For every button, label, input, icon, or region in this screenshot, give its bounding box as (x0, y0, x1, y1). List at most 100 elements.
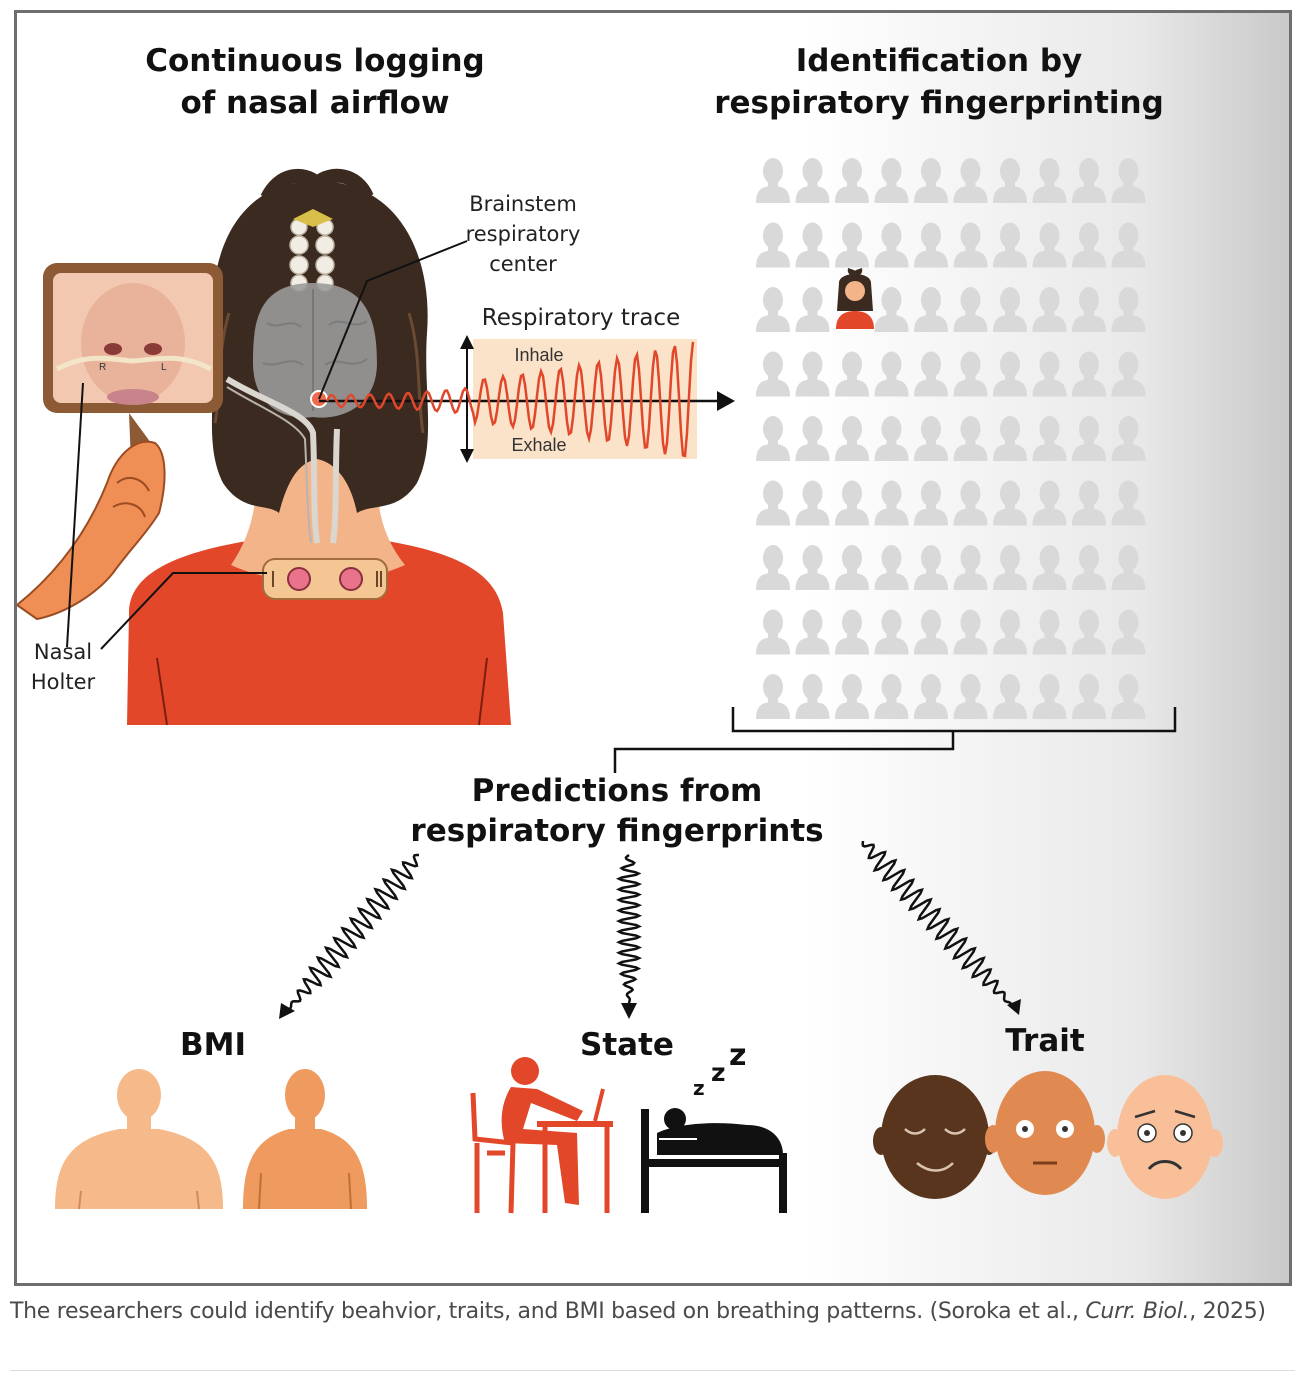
neutral-face-icon (985, 1071, 1105, 1195)
crowd-person (756, 351, 790, 397)
crowd-person (993, 480, 1027, 526)
arrowhead-left (279, 1003, 295, 1019)
figure-panel: Continuous logging of nasal airflow Iden… (14, 10, 1292, 1286)
right-title-line1: Identification by (796, 43, 1083, 79)
crowd-person (795, 674, 830, 719)
crowd-person (795, 416, 830, 461)
caption-text: The researchers could identify beahvior,… (10, 1299, 1086, 1324)
crowd-person (835, 545, 869, 590)
brainstem-label-3: center (489, 252, 557, 276)
crowd-person (756, 674, 790, 719)
crowd-person (874, 351, 909, 397)
crowd-person (795, 287, 830, 332)
inhale-label: Inhale (514, 345, 563, 365)
crowd-person (1032, 545, 1067, 590)
crowd-person (1072, 158, 1106, 203)
crowd-person (835, 222, 869, 268)
crowd-grid (756, 158, 1146, 719)
crowd-person (1072, 609, 1106, 655)
nasal-holter-label-1: Nasal (34, 640, 92, 664)
crowd-person (953, 287, 988, 332)
highlighted-person (836, 268, 874, 329)
crowd-person (953, 158, 988, 203)
right-title-line2: respiratory fingerprinting (714, 85, 1164, 121)
nasal-holter-label-2: Holter (31, 670, 96, 694)
crowd-person (874, 545, 909, 590)
crowd-person (914, 609, 948, 655)
crowd-person (1032, 480, 1067, 526)
crowd-person (993, 351, 1027, 397)
exhale-label: Exhale (511, 435, 566, 455)
crowd-person (1111, 351, 1146, 397)
crowd-person (914, 674, 948, 719)
crowd-person (1111, 287, 1146, 332)
prediction-arrows (286, 840, 1015, 1012)
crowd-person (795, 158, 830, 203)
crowd-person (874, 416, 909, 461)
arrowhead-right (1007, 999, 1021, 1015)
brainstem-label-2: respiratory (466, 222, 581, 246)
crowd-person (874, 674, 909, 719)
crowd-person (914, 480, 948, 526)
anxious-face-icon (1107, 1075, 1223, 1199)
crowd-person (953, 480, 988, 526)
crowd-person (795, 222, 830, 268)
crowd-person (874, 158, 909, 203)
crowd-person (835, 351, 869, 397)
crowd-person (795, 351, 830, 397)
crowd-person (993, 287, 1027, 332)
figure-caption: The researchers could identify beahvior,… (10, 1294, 1295, 1330)
crowd-person (1032, 158, 1067, 203)
state-label: State (580, 1027, 674, 1063)
crowd-person (835, 674, 869, 719)
bmi-figures (55, 1069, 367, 1210)
crowd-person (993, 158, 1027, 203)
crowd-person (1111, 674, 1146, 719)
crowd-person (914, 351, 948, 397)
mirror-cannula-r: R (99, 362, 106, 373)
crowd-person (914, 287, 948, 332)
crowd-person (756, 609, 790, 655)
crowd-person (953, 609, 988, 655)
arrowhead-mid (621, 1003, 637, 1019)
crowd-person (1111, 158, 1146, 203)
hand-mirror: R L (17, 263, 223, 621)
crowd-person (1111, 222, 1146, 268)
respiratory-trace: Inhale Exhale (319, 335, 735, 463)
crowd-person (835, 416, 869, 461)
crowd-person (835, 158, 869, 203)
crowd-person (1032, 222, 1067, 268)
crowd-person (993, 674, 1027, 719)
mirror-cannula-l: L (161, 362, 167, 373)
caption-journal: Curr. Biol. (1085, 1299, 1190, 1324)
crowd-person (1111, 416, 1146, 461)
crowd-person (1072, 287, 1106, 332)
calm-face-icon (873, 1075, 997, 1199)
crowd-person (914, 158, 948, 203)
crowd-person (874, 609, 909, 655)
crowd-person (993, 545, 1027, 590)
crowd-person (1111, 609, 1146, 655)
diagram-canvas: Continuous logging of nasal airflow Iden… (17, 43, 1223, 1214)
crowd-person (1072, 416, 1106, 461)
crowd-person (1032, 416, 1067, 461)
crowd-person (953, 351, 988, 397)
crowd-person (1111, 545, 1146, 590)
sleep-z-2: z (711, 1058, 726, 1087)
sleep-z-1: z (693, 1076, 705, 1100)
crowd-person (1111, 480, 1146, 526)
crowd-person (756, 545, 790, 590)
crowd-person (1032, 609, 1067, 655)
caption-divider (10, 1370, 1295, 1371)
predictions-title-2: respiratory fingerprints (410, 813, 823, 849)
crowd-person (953, 545, 988, 590)
left-title-line2: of nasal airflow (180, 85, 449, 121)
brainstem-label-1: Brainstem (469, 192, 577, 216)
crowd-person (795, 545, 830, 590)
crowd-person (1072, 545, 1106, 590)
crowd-person (795, 609, 830, 655)
crowd-person (835, 480, 869, 526)
crowd-person (1032, 351, 1067, 397)
crowd-person (993, 609, 1027, 655)
crowd-person (1072, 674, 1106, 719)
